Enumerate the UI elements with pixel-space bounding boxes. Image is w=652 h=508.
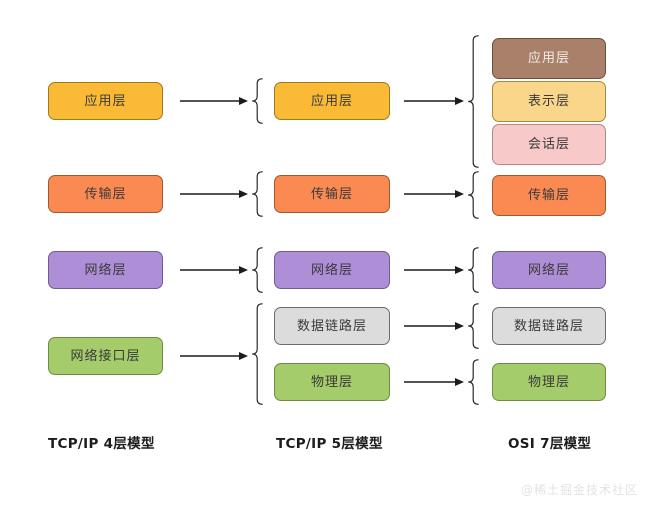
arrow-app-1to2 bbox=[180, 95, 248, 107]
layer-box-tcpip4-0[interactable]: 应用层 bbox=[48, 82, 163, 120]
watermark: @稀土掘金技术社区 bbox=[520, 483, 638, 497]
arrow-trans-2to3 bbox=[404, 188, 464, 200]
brace-col2-link bbox=[252, 303, 263, 405]
layer-box-tcpip4-1[interactable]: 传输层 bbox=[48, 175, 163, 213]
brace-col3-trans bbox=[468, 171, 479, 219]
arrow-link-1to2 bbox=[180, 350, 248, 362]
layer-box-osi7-0[interactable]: 应用层 bbox=[492, 38, 606, 79]
layer-box-tcpip5-3[interactable]: 数据链路层 bbox=[274, 307, 390, 345]
arrow-net-2to3 bbox=[404, 264, 464, 276]
brace-col2-net bbox=[252, 247, 263, 293]
layer-box-tcpip5-0[interactable]: 应用层 bbox=[274, 82, 390, 120]
layer-box-tcpip5-1[interactable]: 传输层 bbox=[274, 175, 390, 213]
brace-col2-trans bbox=[252, 171, 263, 217]
brace-col3-app bbox=[468, 35, 479, 168]
brace-col3-link bbox=[468, 303, 479, 349]
layer-box-tcpip5-4[interactable]: 物理层 bbox=[274, 363, 390, 401]
layer-box-osi7-3[interactable]: 传输层 bbox=[492, 175, 606, 216]
brace-col3-net bbox=[468, 247, 479, 293]
arrow-net-1to2 bbox=[180, 264, 248, 276]
arrow-phy-2to3 bbox=[404, 376, 464, 388]
layer-box-tcpip5-2[interactable]: 网络层 bbox=[274, 251, 390, 289]
layer-box-osi7-1[interactable]: 表示层 bbox=[492, 81, 606, 122]
brace-col2-app bbox=[252, 78, 263, 124]
arrow-trans-1to2 bbox=[180, 188, 248, 200]
layer-box-tcpip4-3[interactable]: 网络接口层 bbox=[48, 337, 163, 375]
layer-box-osi7-4[interactable]: 网络层 bbox=[492, 251, 606, 289]
column-caption-tcpip5: TCP/IP 5层模型 bbox=[276, 436, 383, 452]
arrow-app-2to3 bbox=[404, 95, 464, 107]
layer-box-osi7-6[interactable]: 物理层 bbox=[492, 363, 606, 401]
layer-box-osi7-5[interactable]: 数据链路层 bbox=[492, 307, 606, 345]
arrow-link-2to3 bbox=[404, 320, 464, 332]
column-caption-osi7: OSI 7层模型 bbox=[508, 436, 592, 452]
layer-box-tcpip4-2[interactable]: 网络层 bbox=[48, 251, 163, 289]
layer-box-osi7-2[interactable]: 会话层 bbox=[492, 124, 606, 165]
column-caption-tcpip4: TCP/IP 4层模型 bbox=[48, 436, 155, 452]
brace-col3-phy bbox=[468, 359, 479, 405]
